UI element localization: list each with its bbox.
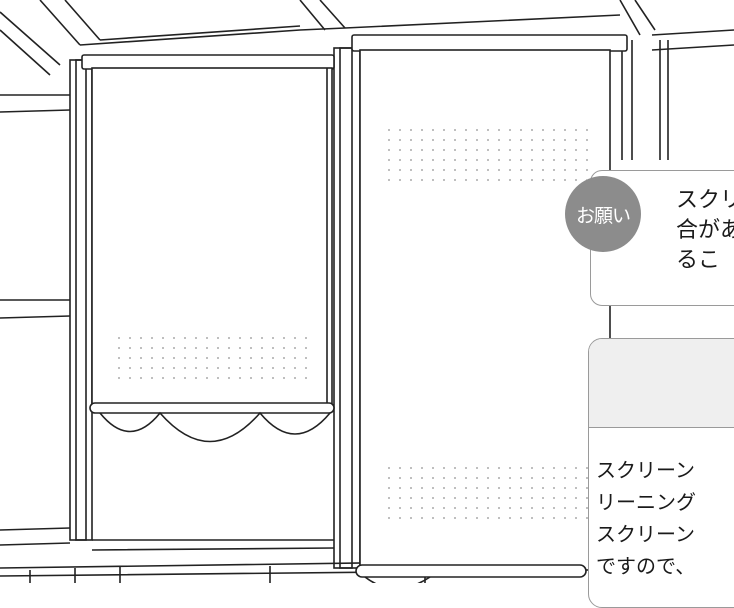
notice-line-1: スクリ: [676, 188, 734, 213]
info-line-2: リーニング: [596, 490, 696, 514]
info-panel: [588, 338, 734, 608]
notice-line-2: 合があ: [676, 218, 734, 243]
ceiling-beams: [0, 0, 734, 76]
info-line-1: スクリーン: [596, 458, 695, 482]
info-panel-text: スクリーン リーニング スクリーン ですので、: [596, 454, 696, 582]
info-line-3: スクリーン: [596, 522, 695, 546]
roller-screen-left: [81, 54, 335, 443]
info-line-4: ですので、: [596, 554, 696, 578]
request-badge: お願い: [565, 176, 641, 252]
notice-line-3: るこ: [676, 248, 721, 273]
window-screen-illustration: [0, 0, 734, 583]
roller-screen-right: [351, 34, 628, 583]
info-panel-header: [589, 339, 734, 428]
window-frame: [0, 40, 669, 583]
notice-text: スクリ 合があ るこ: [676, 186, 734, 276]
